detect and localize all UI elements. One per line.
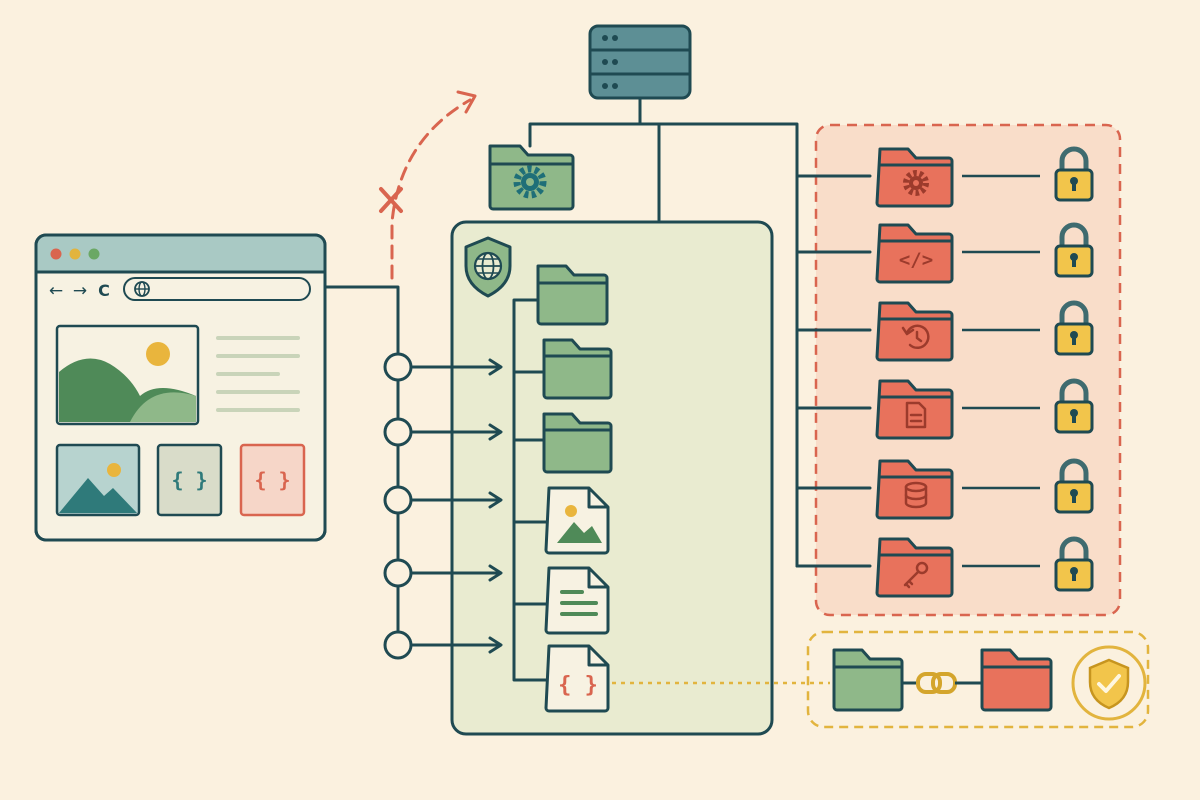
history-icon — [901, 324, 930, 350]
padlock-icon — [1054, 458, 1094, 514]
private-folder-row: </> — [875, 222, 1094, 284]
code-tile-green: { } — [156, 443, 223, 517]
request-node — [383, 485, 413, 515]
symlink-private-folder — [980, 648, 1053, 712]
private-folder — [875, 459, 954, 520]
request-node — [383, 352, 413, 382]
browser-window: ← → C { } — [34, 233, 327, 542]
symlink-public-folder — [832, 648, 904, 712]
symlink-zone — [806, 630, 1150, 729]
padlock-icon — [1054, 222, 1094, 278]
browser-connector — [323, 285, 400, 647]
code-icon: </> — [899, 249, 933, 271]
private-folders: </> — [875, 146, 1094, 598]
public-folder-2 — [542, 338, 613, 400]
code-tile-red: { } — [239, 443, 306, 517]
request-node — [383, 630, 413, 660]
private-branches — [795, 174, 872, 568]
chain-link-icon — [916, 672, 957, 694]
private-folder — [875, 537, 954, 598]
server-icon — [588, 24, 692, 100]
key-icon — [903, 561, 929, 589]
private-folder: </> — [875, 223, 954, 284]
request-node — [383, 558, 413, 588]
request-arrows — [383, 352, 503, 660]
padlock-icon — [1054, 146, 1094, 202]
padlock-icon — [1054, 300, 1094, 356]
shield-check-icon — [1071, 645, 1147, 721]
window-close-dot[interactable] — [50, 248, 62, 260]
request-node — [383, 417, 413, 447]
public-tree-lines — [512, 298, 551, 682]
text-lines — [216, 336, 300, 412]
image-tile — [55, 443, 141, 517]
padlock-icon — [1054, 378, 1094, 434]
private-folder — [875, 379, 954, 440]
blocked-config-folder — [488, 144, 575, 211]
forward-arrow-icon[interactable]: → — [73, 281, 87, 301]
private-folder-row — [875, 536, 1094, 598]
private-folder-row — [875, 458, 1094, 520]
private-folder — [875, 301, 954, 362]
globe-shield-icon — [464, 236, 512, 298]
private-folder-row — [875, 146, 1094, 208]
svg-text:{ }: { } — [171, 468, 207, 492]
public-folder-1 — [536, 264, 609, 326]
text-file — [544, 566, 610, 635]
blocked-access-arrow — [390, 98, 472, 280]
hero-image — [55, 324, 200, 426]
back-arrow-icon[interactable]: ← — [49, 281, 63, 301]
private-folder-row — [875, 378, 1094, 440]
public-folder-3 — [542, 412, 613, 474]
url-bar[interactable] — [123, 277, 311, 301]
code-file: { } — [544, 644, 610, 713]
svg-text:</>: </> — [899, 249, 933, 271]
code-braces: { } — [558, 673, 598, 698]
reload-icon[interactable]: C — [98, 281, 110, 300]
public-root-panel — [450, 220, 774, 736]
globe-icon — [134, 281, 150, 297]
window-minimize-dot[interactable] — [69, 248, 81, 260]
database-icon — [904, 481, 928, 509]
private-folder-row — [875, 300, 1094, 362]
blocked-x-icon — [379, 187, 403, 213]
svg-text:{ }: { } — [254, 468, 290, 492]
padlock-icon — [1054, 536, 1094, 592]
image-file — [544, 486, 610, 555]
window-maximize-dot[interactable] — [88, 248, 100, 260]
private-folder — [875, 147, 954, 208]
gear-icon — [903, 170, 929, 196]
gear-icon — [513, 165, 547, 199]
server-trunk — [528, 96, 799, 568]
document-icon — [905, 401, 927, 429]
